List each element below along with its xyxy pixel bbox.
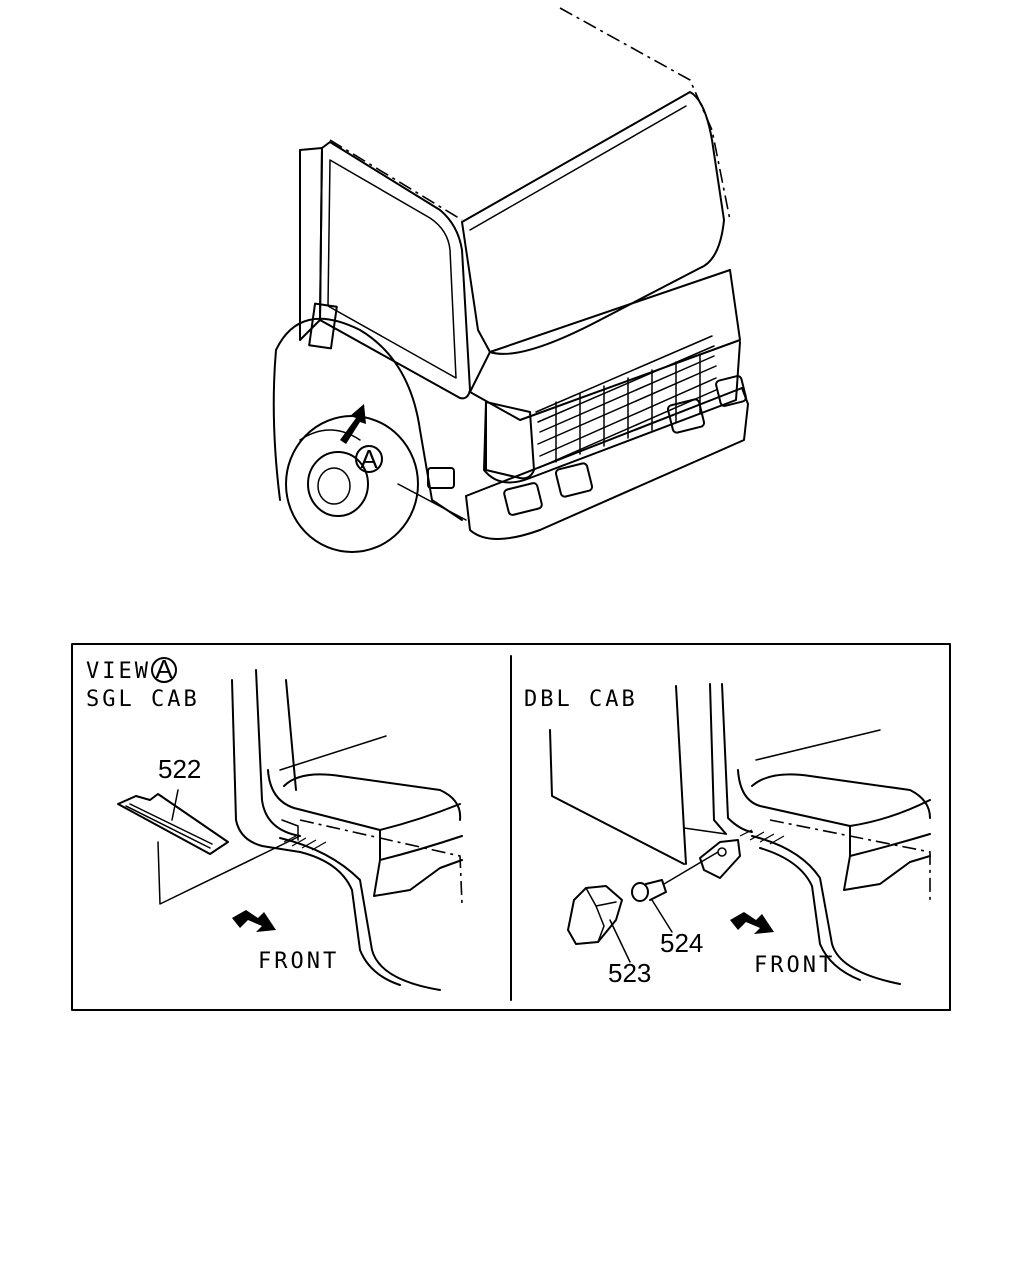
part-number-524: 524 [660,928,703,958]
dbl-cab-panel: DBL CAB 523 524 FRONT [524,683,931,988]
part-number-523: 523 [608,958,651,988]
front-direction-arrow [232,910,276,932]
front-direction-arrow-dbl [730,912,774,934]
view-direction-arrow [340,404,366,444]
view-a-marker [355,445,383,473]
front-label-dbl: FRONT [754,953,835,978]
front-label: FRONT [258,949,339,974]
view-prefix: VIEW [86,659,151,684]
view-marker-label: A [155,654,173,684]
view-a-marker-label: A [360,444,378,474]
truck-cab-illustration: A [272,7,749,553]
sgl-cab-label: SGL CAB [86,687,200,712]
dbl-cab-label: DBL CAB [524,687,638,712]
view-marker-circle [151,657,177,683]
sgl-cab-panel: VIEW A SGL CAB 522 FRONT [86,654,463,991]
part-number-522: 522 [158,754,201,784]
detail-frame [71,643,951,1011]
